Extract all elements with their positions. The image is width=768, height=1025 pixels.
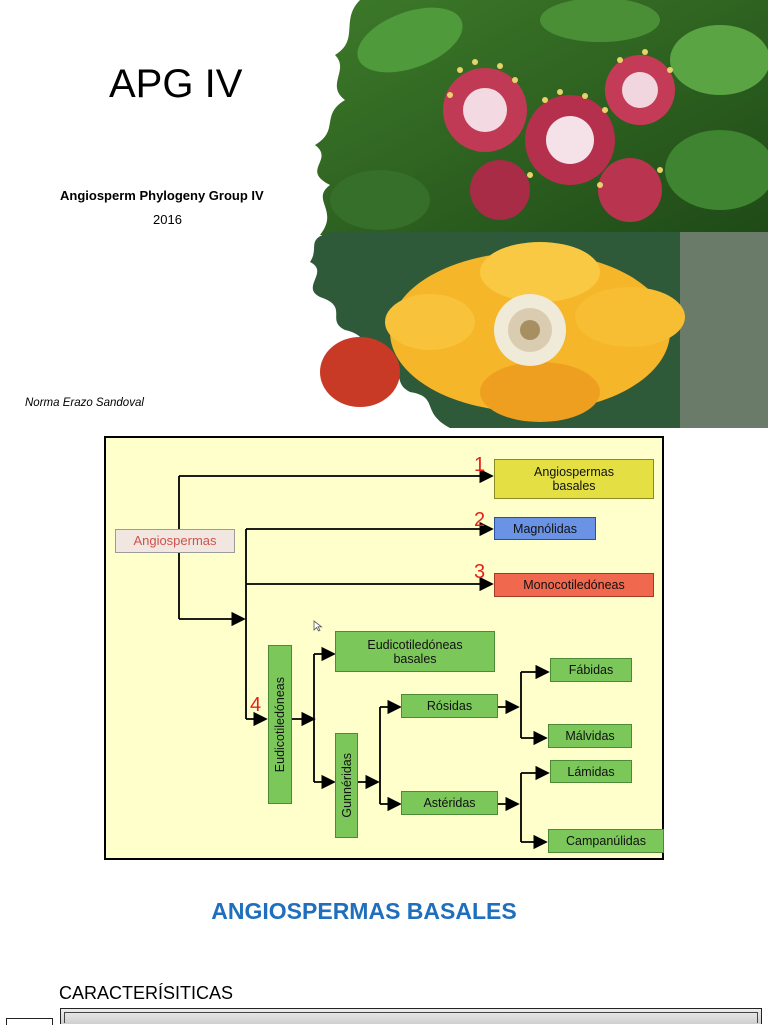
node-angiospermas: Angiospermas — [115, 529, 235, 553]
side-tab-box — [6, 1018, 53, 1025]
section-heading: ANGIOSPERMAS BASALES — [211, 898, 517, 924]
feijoa-flower-photo — [315, 0, 768, 235]
title-slide: APG IV Angiosperm Phylogeny Group IV 201… — [0, 0, 768, 428]
node-gunneridas: Gunnéridas — [335, 733, 358, 838]
node-malvidas: Málvidas — [548, 724, 632, 748]
node-campanulidas: Campanúlidas — [548, 829, 664, 853]
clade-number-2: 2 — [474, 509, 486, 531]
node-asteridas: Astéridas — [401, 791, 498, 815]
node-eudicotiledoneas: Eudicotiledóneas — [268, 645, 292, 804]
slide-author: Norma Erazo Sandoval — [25, 397, 144, 409]
node-angiospermas-basales: Angiospermas basales — [494, 459, 654, 499]
yellow-flower-photo — [310, 232, 768, 428]
characteristics-table-top — [60, 1008, 762, 1024]
node-fabidas: Fábidas — [550, 658, 632, 682]
phylogeny-diagram: Angiospermas Angiospermas basales Magnól… — [104, 436, 664, 860]
node-magnolidas: Magnólidas — [494, 517, 596, 540]
node-lamidas: Lámidas — [550, 760, 632, 783]
node-eudicotiledoneas-basales: Eudicotiledóneas basales — [335, 631, 495, 672]
slide-subtitle: Angiosperm Phylogeny Group IV — [60, 188, 264, 203]
node-monocotiledoneas: Monocotiledóneas — [494, 573, 654, 597]
clade-number-4: 4 — [250, 694, 262, 716]
clade-number-3: 3 — [474, 561, 486, 583]
slide-year: 2016 — [153, 212, 182, 227]
clade-number-1: 1 — [474, 454, 486, 476]
mouse-cursor-icon — [313, 620, 323, 632]
node-rosidas: Rósidas — [401, 694, 498, 718]
slide-title: APG IV — [109, 62, 243, 106]
characteristics-label: CARACTERÍSITICAS — [59, 983, 234, 1003]
